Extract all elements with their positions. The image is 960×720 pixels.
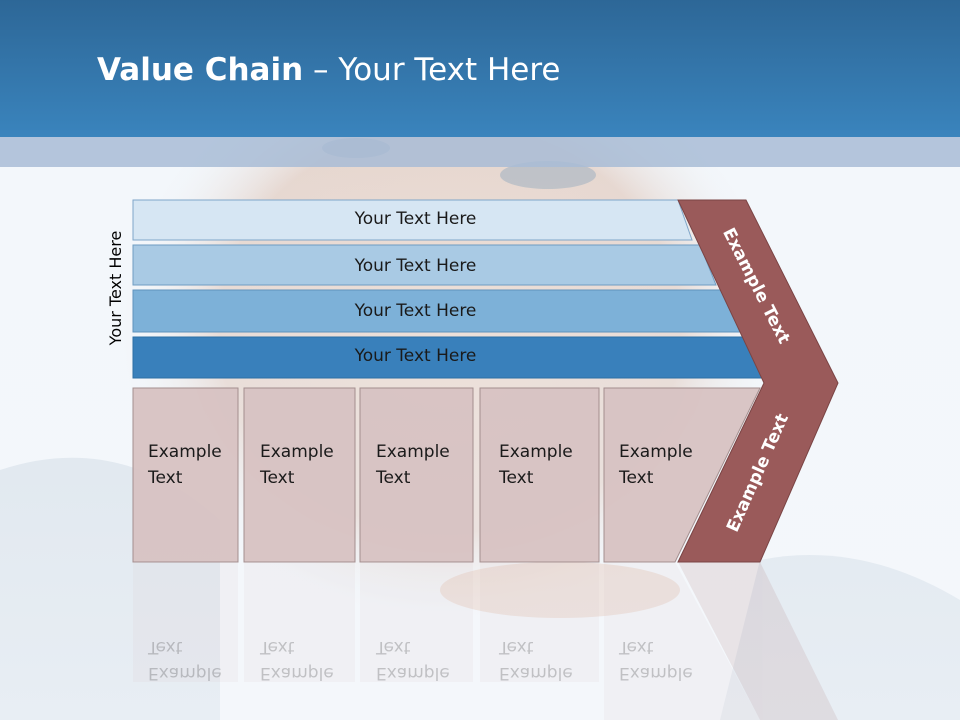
box-3-shape [359,387,474,563]
header-bar [0,0,960,137]
band-1-label: Your Text Here [354,209,477,229]
band-2-shape [132,244,717,286]
box-4-label: Example Text [499,439,573,491]
box-5-label: Example Text [619,439,693,491]
band-1-shape [132,199,693,241]
box-4-reflection [480,562,599,682]
box-5-line1: Example [619,442,693,462]
box-4-line2: Text [499,468,534,488]
box-4-line1: Example [499,442,573,462]
band-2-label: Your Text Here [354,256,477,276]
box-3-reflection [360,562,473,682]
box-5-reflection [604,562,760,720]
box-2-label: Example Text [260,439,334,491]
box-1-line1: Example [148,442,222,462]
box-4-shape [479,387,600,563]
box-2-shape [243,387,356,563]
chevron-shape [677,199,839,563]
header-strip [0,137,960,167]
chevron-reflection [678,562,838,720]
reflection-shapes [133,562,838,720]
box-2-reflection [244,562,355,682]
band-3-label: Your Text Here [354,301,477,321]
box-5-shape [603,387,761,563]
box-1-line2: Text [148,468,183,488]
box-1-reflection [133,562,238,682]
box-3-line1: Example [376,442,450,462]
box-3-label: Example Text [376,439,450,491]
title-bold: Value Chain [97,52,304,88]
box-5-line2: Text [619,468,654,488]
box-1-label: Example Text [148,439,222,491]
title-rest: – Your Text Here [303,52,561,88]
box-2-line2: Text [260,468,295,488]
page-title: Value Chain – Your Text Here [97,52,560,88]
box-3-line2: Text [376,468,411,488]
band-4-label: Your Text Here [354,346,477,366]
box-2-line1: Example [260,442,334,462]
box-1-shape [132,387,239,563]
